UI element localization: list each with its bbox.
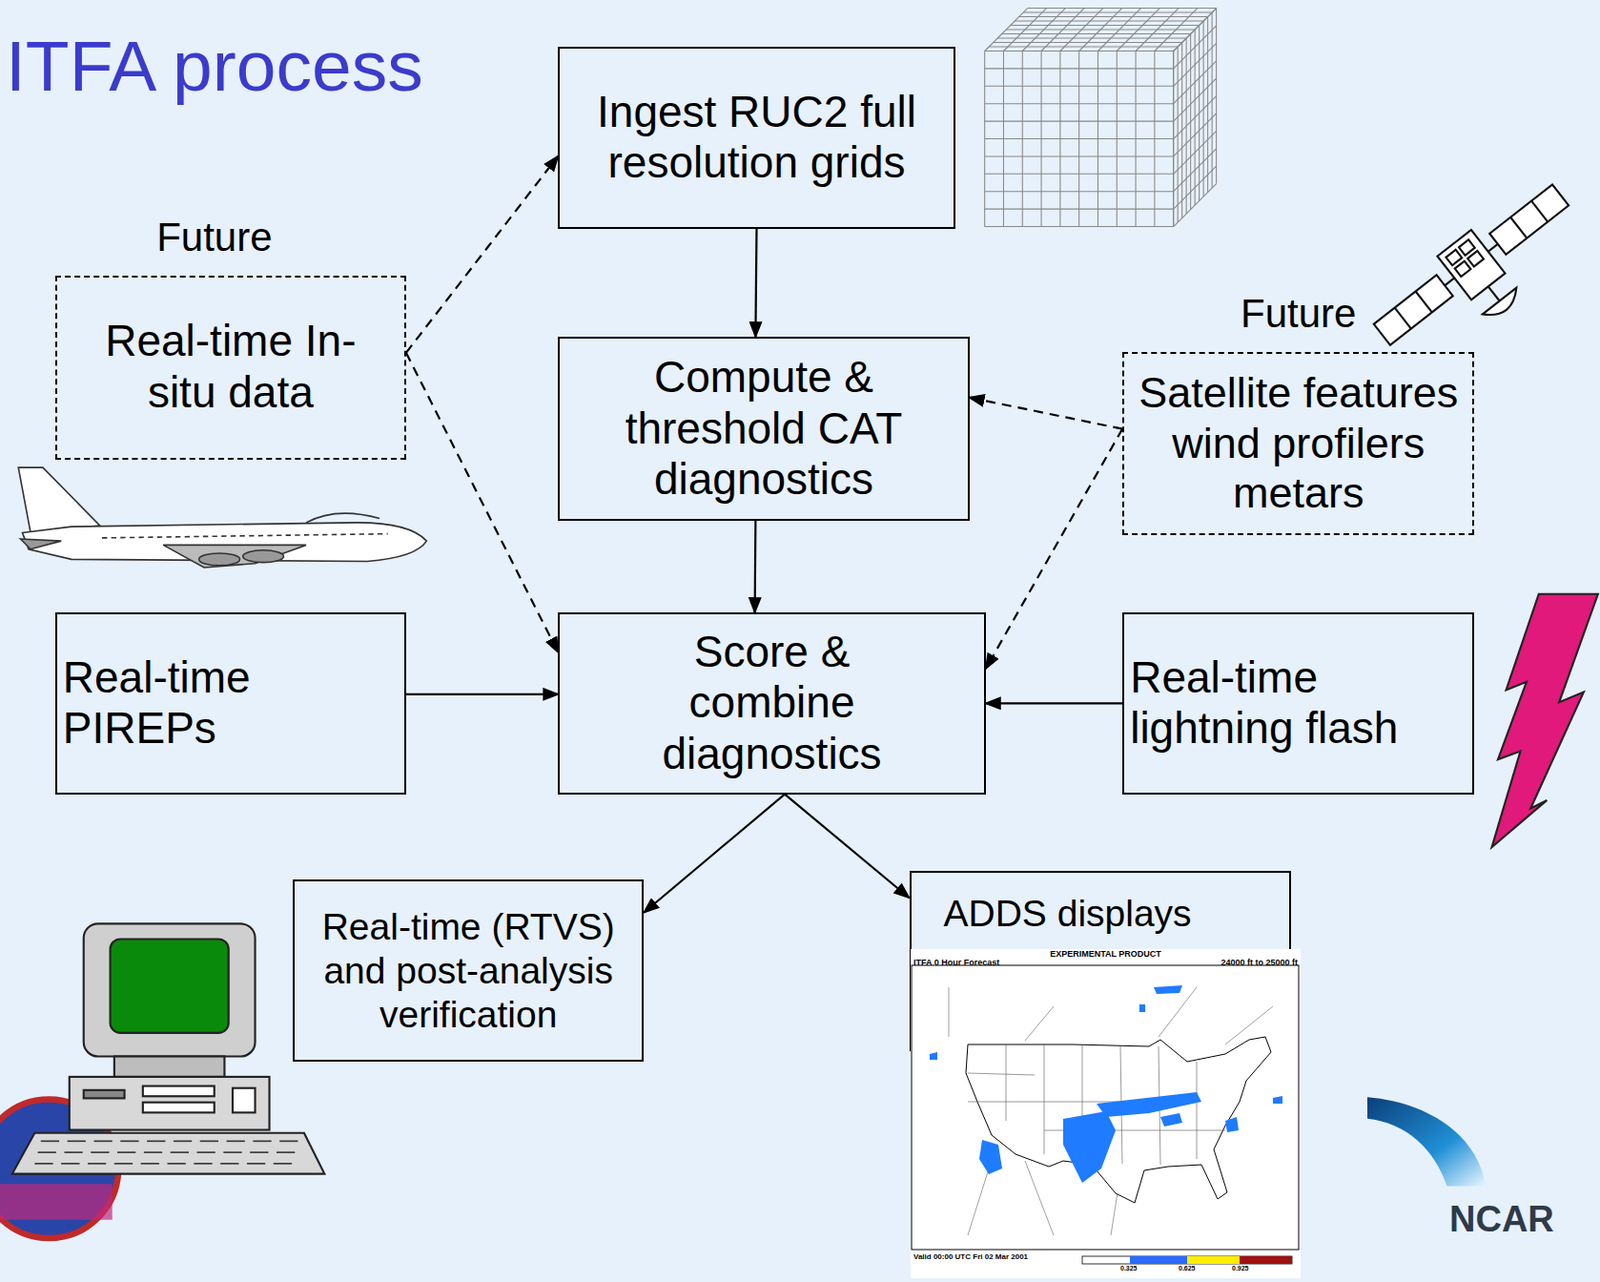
box-text: Real-time lightning flash	[1129, 652, 1467, 756]
map-drawing	[910, 948, 1301, 1278]
map-label: 0.625	[1178, 1264, 1196, 1272]
dashed-arrow	[985, 429, 1123, 669]
flow-arrow	[754, 520, 758, 613]
future-input-box: FutureReal-time In-situ data	[55, 275, 407, 460]
dashed-arrow	[406, 156, 558, 353]
map-label: 0.325	[1120, 1264, 1138, 1272]
dashed-arrow	[969, 397, 1124, 430]
box-text: Real-time PIREPs	[62, 652, 399, 756]
lightning-icon	[1492, 594, 1599, 847]
satellite-icon	[1365, 173, 1597, 380]
logo-text: NCAR	[1449, 1198, 1555, 1240]
map-label: ITFA 0 Hour Forecast	[913, 957, 1000, 967]
box-text: Real-time In-situ data	[92, 315, 370, 419]
box-text: ADDS displays	[943, 891, 1192, 936]
airplane-icon	[18, 467, 427, 568]
flow-arrow	[755, 228, 757, 337]
grid-cube	[984, 8, 1217, 227]
process-box: Score & combine diagnostics	[557, 612, 985, 794]
box-text: Real-time (RTVS) and post-analysis verif…	[300, 904, 636, 1036]
future-input-box: FutureSatellite features wind profilers …	[1122, 351, 1475, 535]
box-text: Ingest RUC2 full resolution grids	[565, 86, 947, 190]
flow-arrow	[643, 794, 785, 913]
dashed-arrow	[406, 352, 558, 653]
diagram-title: ITFA process	[5, 24, 424, 107]
process-box: Real-time lightning flash	[1122, 612, 1475, 794]
flow-arrow	[406, 693, 558, 696]
map-label: 0.925	[1231, 1264, 1250, 1272]
box-text: Satellite features wind profilers metars	[1129, 368, 1467, 519]
forecast-map: ITFA 0 Hour Forecast EXPERIMENTAL PRODUCT…	[910, 948, 1301, 1278]
map-label: Valid 00:00 UTC Fri 02 Mar 2001	[913, 1251, 1028, 1261]
future-heading: Future	[1124, 290, 1473, 337]
map-label: EXPERIMENTAL PRODUCT	[1049, 948, 1162, 959]
process-box: Ingest RUC2 full resolution grids	[557, 46, 955, 228]
flow-arrow	[784, 794, 909, 899]
process-box: Real-time (RTVS) and post-analysis verif…	[292, 879, 644, 1061]
ncar-logo	[1367, 1096, 1486, 1186]
box-text: Compute & threshold CAT diagnostics	[565, 351, 962, 506]
future-heading: Future	[41, 214, 389, 261]
process-box: Compute & threshold CAT diagnostics	[557, 336, 969, 521]
flow-arrow	[985, 701, 1123, 704]
computer-icon	[12, 923, 325, 1173]
map-label: 24000 ft to 25000 ft	[1220, 957, 1298, 967]
box-text: Score & combine diagnostics	[643, 626, 902, 780]
process-box: Real-time PIREPs	[55, 612, 407, 794]
